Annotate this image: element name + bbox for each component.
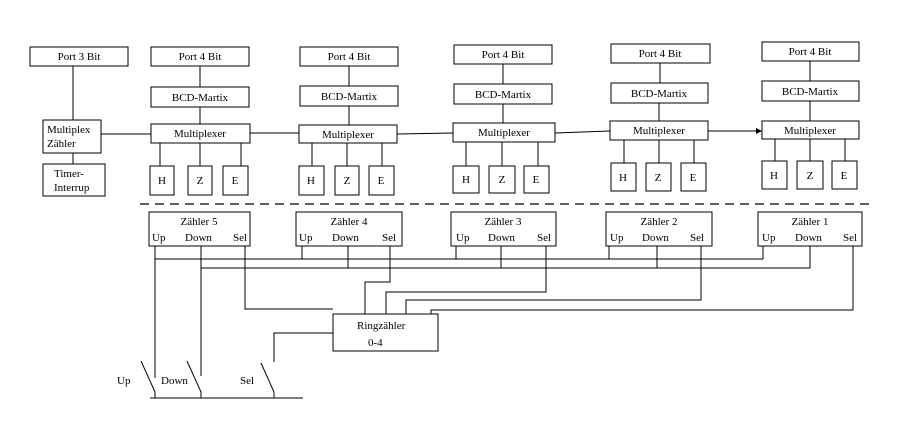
ring-counter-line2: 0-4 bbox=[368, 337, 383, 349]
switch-down-label: Down bbox=[161, 375, 188, 387]
counter-2: Zähler 2 Up Down Sel bbox=[605, 211, 713, 247]
column-3: Port 4 Bit BCD-Martix Multiplexer H Z E bbox=[452, 44, 556, 194]
port4-label: Port 4 Bit bbox=[328, 51, 371, 63]
counter-sel: Sel bbox=[843, 232, 857, 244]
digit-z: Z bbox=[344, 175, 351, 187]
multiplexer-label: Multiplexer bbox=[784, 125, 836, 137]
counter-3: Zähler 3 Up Down Sel bbox=[450, 211, 557, 247]
column-1: Port 4 Bit BCD-Martix Multiplexer H Z E bbox=[761, 41, 860, 190]
digit-e: E bbox=[841, 170, 848, 182]
up-bus bbox=[154, 246, 764, 378]
counter-4: Zähler 4 Up Down Sel bbox=[295, 211, 403, 247]
counter-sel: Sel bbox=[690, 232, 704, 244]
counter-up: Up bbox=[762, 232, 776, 244]
bcd-matrix-label: BCD-Martix bbox=[475, 89, 532, 101]
counter-down: Down bbox=[795, 232, 822, 244]
column-2: Port 4 Bit BCD-Martix Multiplexer H Z E bbox=[609, 43, 711, 192]
bcd-matrix-label: BCD-Martix bbox=[321, 91, 378, 103]
counter-down: Down bbox=[642, 232, 669, 244]
multiplex-counter-block: Multiplex Zähler bbox=[42, 119, 102, 154]
digit-z: Z bbox=[807, 170, 814, 182]
counter-title: Zähler 3 bbox=[485, 216, 522, 228]
down-bus bbox=[200, 246, 811, 376]
counter-down: Down bbox=[332, 232, 359, 244]
multiplex-counter-line2: Zähler bbox=[47, 138, 76, 150]
digit-e: E bbox=[533, 174, 540, 186]
ring-counter-line1: Ringzähler bbox=[357, 320, 406, 332]
counter-up: Up bbox=[456, 232, 470, 244]
digit-e: E bbox=[378, 175, 385, 187]
counter-title: Zähler 5 bbox=[181, 216, 218, 228]
counter-sel: Sel bbox=[537, 232, 551, 244]
switch-inputs: Up Down Sel bbox=[117, 360, 303, 399]
digit-h: H bbox=[158, 175, 166, 187]
counter-title: Zähler 4 bbox=[331, 216, 368, 228]
port4-label: Port 4 Bit bbox=[482, 49, 525, 61]
counter-up: Up bbox=[299, 232, 313, 244]
timer-interrupt-block: Timer- Interrup bbox=[42, 163, 106, 197]
multiplexer-label: Multiplexer bbox=[478, 127, 530, 139]
port4-label: Port 4 Bit bbox=[789, 46, 832, 58]
multiplexer-label: Multiplexer bbox=[174, 128, 226, 140]
bcd-matrix-label: BCD-Martix bbox=[172, 92, 229, 104]
digit-h: H bbox=[307, 175, 315, 187]
counter-title: Zähler 1 bbox=[792, 216, 829, 228]
column-5: Port 4 Bit BCD-Martix Multiplexer H Z E bbox=[149, 46, 251, 196]
column-4: Port 4 Bit BCD-Martix Multiplexer H Z E bbox=[298, 46, 399, 196]
digit-e: E bbox=[232, 175, 239, 187]
digit-z: Z bbox=[499, 174, 506, 186]
counter-down: Down bbox=[185, 232, 212, 244]
digit-z: Z bbox=[197, 175, 204, 187]
digit-h: H bbox=[619, 172, 627, 184]
digit-h: H bbox=[770, 170, 778, 182]
port3-block: Port 3 Bit bbox=[29, 46, 129, 67]
counter-sel: Sel bbox=[233, 232, 247, 244]
digit-h: H bbox=[462, 174, 470, 186]
counter-up: Up bbox=[152, 232, 166, 244]
multiplex-counter-line1: Multiplex bbox=[47, 124, 91, 136]
counter-sel: Sel bbox=[382, 232, 396, 244]
counter-5: Zähler 5 Up Down Sel bbox=[148, 211, 251, 247]
counter-down: Down bbox=[488, 232, 515, 244]
ring-counter-block: Ringzähler 0-4 bbox=[332, 313, 439, 352]
bcd-matrix-label: BCD-Martix bbox=[782, 86, 839, 98]
port3-label: Port 3 Bit bbox=[58, 51, 101, 63]
counter-title: Zähler 2 bbox=[641, 216, 678, 228]
counter-up: Up bbox=[610, 232, 624, 244]
timer-line1: Timer- bbox=[54, 168, 84, 180]
port4-label: Port 4 Bit bbox=[639, 48, 682, 60]
switch-up-label: Up bbox=[117, 375, 131, 387]
port4-label: Port 4 Bit bbox=[179, 51, 222, 63]
switch-sel-label: Sel bbox=[240, 375, 254, 387]
sel-lines bbox=[244, 246, 854, 314]
digit-e: E bbox=[690, 172, 697, 184]
digit-z: Z bbox=[655, 172, 662, 184]
timer-line2: Interrup bbox=[54, 182, 90, 194]
multiplexer-label: Multiplexer bbox=[633, 125, 685, 137]
multiplexer-label: Multiplexer bbox=[322, 129, 374, 141]
counter-1: Zähler 1 Up Down Sel bbox=[757, 211, 863, 247]
bcd-matrix-label: BCD-Martix bbox=[631, 88, 688, 100]
